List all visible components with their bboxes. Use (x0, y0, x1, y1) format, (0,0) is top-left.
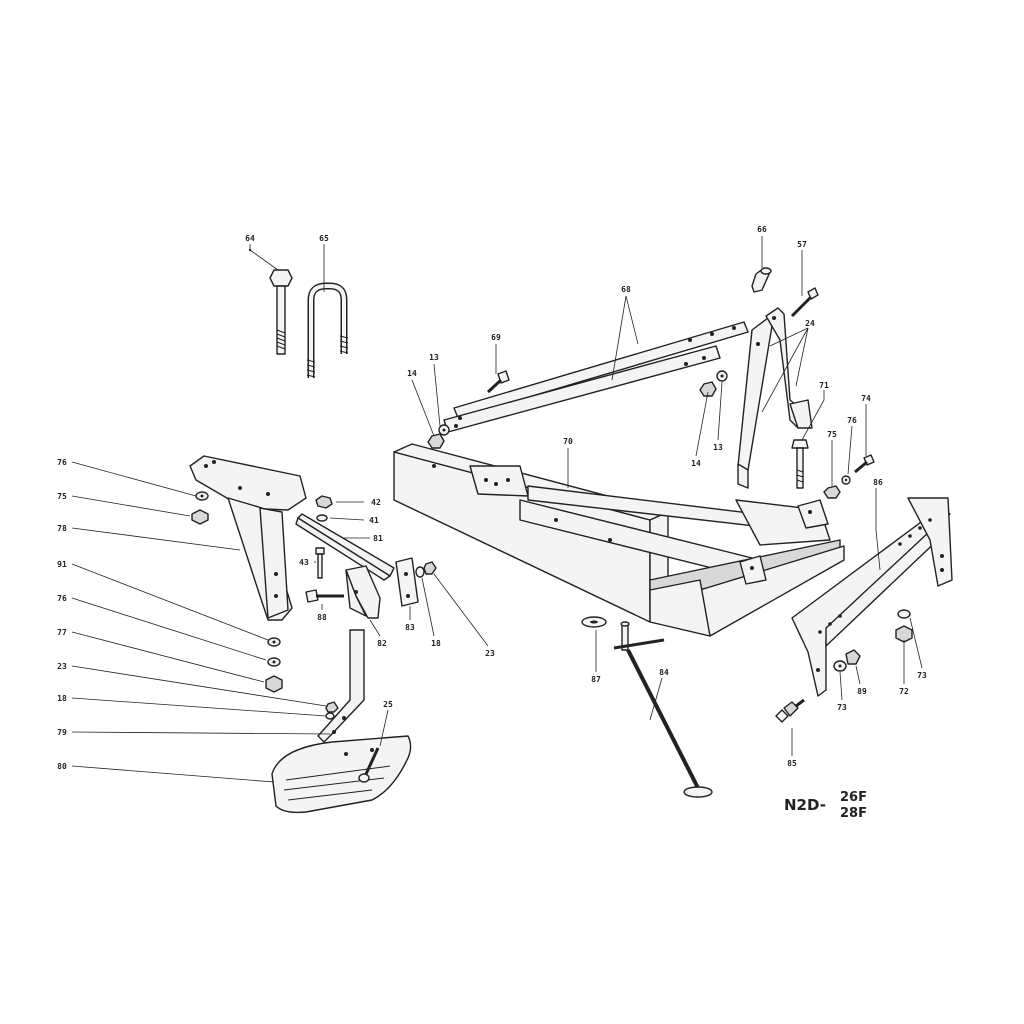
callout-76-left: 76 (57, 458, 67, 467)
callout-74: 74 (861, 394, 871, 403)
part-13-14-right-fasteners (699, 370, 728, 397)
callout-14-right: 14 (691, 459, 701, 468)
part-83-plate (395, 557, 419, 607)
part-76-75-left-hardware (191, 491, 209, 525)
callout-84: 84 (659, 668, 669, 677)
callout-73-left: 73 (837, 703, 847, 712)
model-code-variant-top: 26F (840, 790, 867, 805)
callout-68: 68 (621, 285, 631, 294)
callout-64: 64 (245, 234, 255, 243)
part-57-bolt (790, 287, 819, 318)
part-81-flat-bar (295, 513, 395, 581)
callout-57: 57 (797, 240, 807, 249)
callout-77: 77 (57, 628, 67, 637)
part-84-stand-leg (613, 621, 713, 798)
part-42-41-hardware (315, 495, 333, 522)
part-13-14-left-fasteners (427, 424, 450, 449)
callout-69: 69 (491, 333, 501, 342)
callout-42: 42 (371, 498, 381, 507)
part-18-23-hardware (415, 561, 437, 578)
part-66-bushing (751, 267, 772, 293)
callout-66: 66 (757, 225, 767, 234)
part-71-long-bolt (791, 439, 809, 489)
callout-76-lower: 76 (57, 594, 67, 603)
part-69-bolt (486, 370, 510, 394)
model-code-variant-bottom: 28F (840, 806, 867, 821)
part-86-cross-bar (791, 497, 953, 697)
callout-14-left: 14 (407, 369, 417, 378)
part-68-top-link-bars (443, 321, 749, 433)
part-85-stud-bolt (775, 698, 805, 723)
leader-lines (71, 236, 923, 783)
callout-65: 65 (319, 234, 329, 243)
callout-18-lower: 18 (57, 694, 67, 703)
callout-78: 78 (57, 524, 67, 533)
callout-labels: 64 65 66 57 68 69 24 13 14 14 13 71 74 7… (57, 225, 927, 771)
callout-88: 88 (317, 613, 327, 622)
model-code: N2D- 26F 28F (784, 790, 867, 821)
callout-73-right: 73 (917, 671, 927, 680)
callout-87: 87 (591, 675, 601, 684)
callout-80: 80 (57, 762, 67, 771)
callout-83: 83 (405, 623, 415, 632)
callout-70: 70 (563, 437, 573, 446)
callout-18-upper: 18 (431, 639, 441, 648)
callout-76-right: 76 (847, 416, 857, 425)
callout-85: 85 (787, 759, 797, 768)
callout-82: 82 (377, 639, 387, 648)
part-88-bolt (305, 589, 344, 603)
callout-43: 43 (299, 558, 309, 567)
part-23-18-lower-hardware (325, 701, 339, 720)
part-75-76-74-right-hardware (823, 454, 875, 499)
callout-13-left: 13 (429, 353, 439, 362)
callout-41: 41 (369, 516, 379, 525)
callout-23-lower: 23 (57, 662, 67, 671)
part-82-clamp (345, 565, 381, 619)
callout-25: 25 (383, 700, 393, 709)
part-65-u-bolt (306, 282, 349, 378)
part-64-hex-bolt (269, 269, 293, 355)
part-80-shovel-blade (271, 735, 412, 814)
part-25-plow-bolt (358, 747, 380, 783)
part-70-main-frame (393, 443, 845, 637)
part-87-washer (581, 616, 607, 628)
part-43-bolt (315, 547, 325, 579)
callout-71: 71 (819, 381, 829, 390)
callout-89: 89 (857, 687, 867, 696)
callout-13-right: 13 (713, 443, 723, 452)
callout-86: 86 (873, 478, 883, 487)
callout-23-upper: 23 (485, 649, 495, 658)
part-79-shank (317, 629, 365, 743)
part-73-89-72-hardware (833, 609, 913, 672)
callout-24: 24 (805, 319, 815, 328)
part-91-76-77-hardware (265, 637, 283, 693)
callout-75-left: 75 (57, 492, 67, 501)
callout-81: 81 (373, 534, 383, 543)
callout-91: 91 (57, 560, 67, 569)
model-code-prefix: N2D- (784, 796, 826, 814)
callout-72: 72 (899, 687, 909, 696)
callout-75-right: 75 (827, 430, 837, 439)
callout-79: 79 (57, 728, 67, 737)
part-78-mounting-bracket (189, 455, 307, 621)
